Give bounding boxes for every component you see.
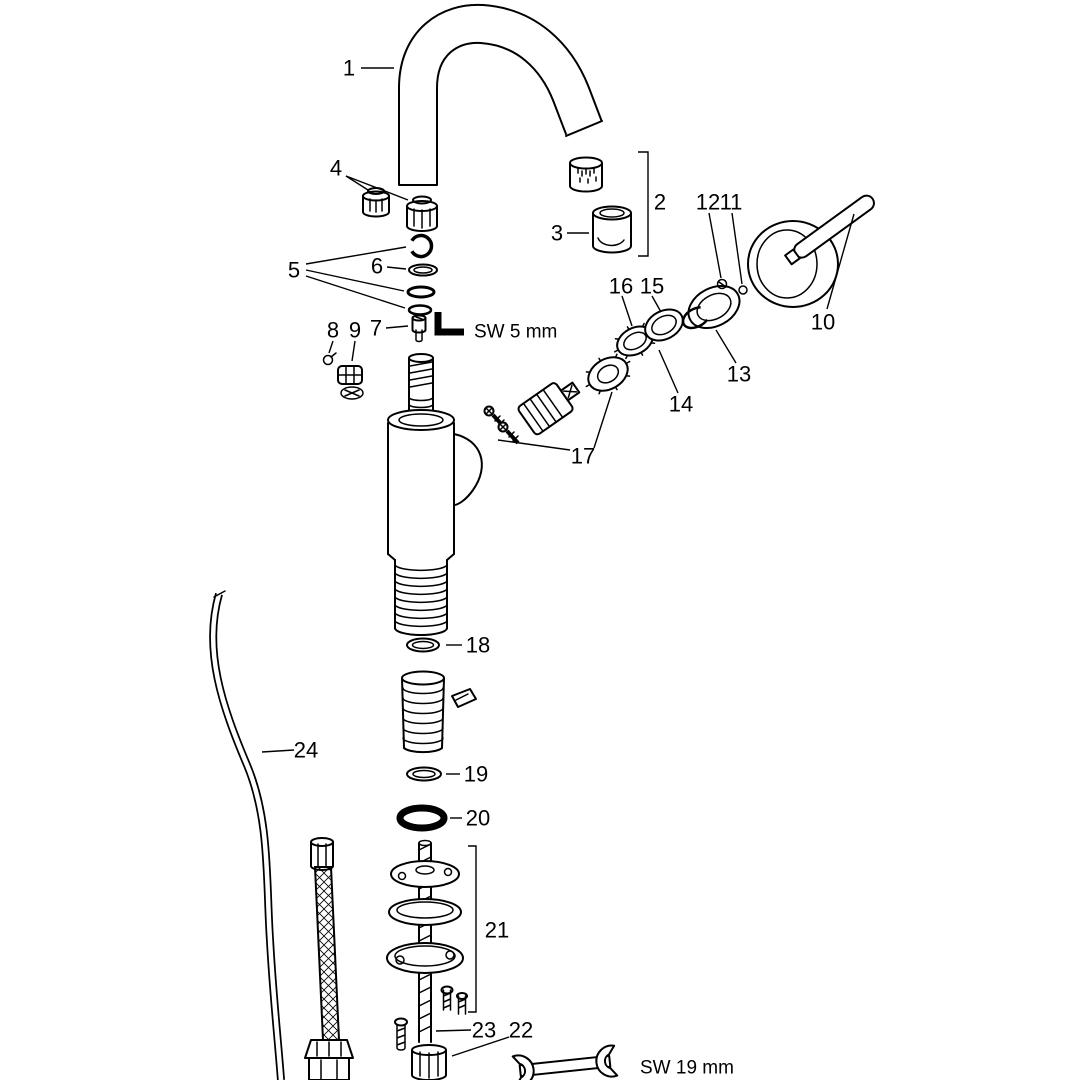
part-label-11: 11: [720, 190, 743, 215]
part-label-21: 21: [485, 918, 509, 943]
o-ring-18: [406, 637, 462, 653]
part-labels: 1 2 3 4 5 6 7 8 9 10 11 12 13 14 15 16 1…: [288, 56, 835, 1079]
hex-key-size-label: SW 5 mm: [474, 322, 557, 343]
part-label-16: 16: [609, 274, 633, 299]
part-label-17: 17: [571, 444, 595, 469]
part-label-1: 1: [343, 56, 355, 81]
fixation-nut: [401, 670, 477, 754]
screw-and-nut: [394, 1017, 510, 1080]
spout-seal-set: [567, 151, 649, 257]
part-label-24: 24: [294, 738, 318, 763]
part-label-13: 13: [727, 362, 751, 387]
part-label-18: 18: [466, 633, 490, 658]
handle-assembly: [708, 194, 875, 310]
spout: [398, 3, 603, 186]
part-label-8: 8: [327, 318, 339, 343]
o-ring-19: [406, 766, 460, 782]
part-label-3: 3: [551, 221, 563, 246]
retainer-rings: [613, 284, 741, 394]
open-end-wrench-icon: [511, 1044, 619, 1080]
part-label-12: 12: [696, 190, 720, 215]
braided-hose: [304, 837, 354, 1080]
part-label-7: 7: [370, 316, 382, 341]
part-label-9: 9: [349, 318, 361, 343]
set-screw-and-hex-key: [385, 312, 464, 343]
part-label-4: 4: [330, 156, 342, 181]
part-label-14: 14: [669, 392, 693, 417]
mounting-set: [386, 839, 477, 1043]
faucet-body: [387, 353, 483, 636]
part-label-19: 19: [464, 762, 488, 787]
part-label-5: 5: [288, 258, 300, 283]
part-label-22: 22: [509, 1018, 533, 1043]
part-label-20: 20: [466, 806, 490, 831]
base-seal-20: [396, 804, 462, 832]
part-label-23: 23: [472, 1018, 496, 1043]
cartridge-set: [483, 353, 631, 451]
ring-clip-set: [305, 233, 438, 316]
aerator-parts: [362, 187, 438, 232]
supply-pipe: [209, 590, 295, 1080]
part-label-15: 15: [640, 274, 664, 299]
hex-key-icon: [434, 312, 464, 336]
wrench-size-label: SW 19 mm: [640, 1058, 734, 1079]
part-label-2: 2: [654, 190, 666, 215]
part-label-10: 10: [811, 310, 835, 335]
small-fittings: [322, 340, 364, 400]
part-label-6: 6: [371, 254, 383, 279]
